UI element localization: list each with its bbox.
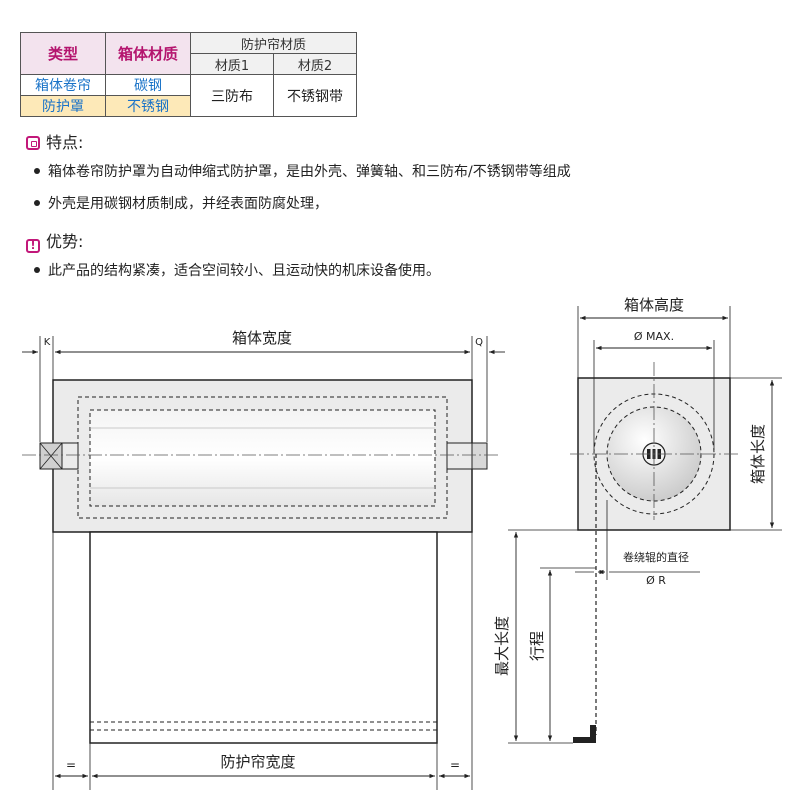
header-material1: 材质1 [190, 53, 274, 75]
bullet-dot-icon [34, 168, 40, 174]
feature-item-1: 箱体卷帘防护罩为自动伸缩式防护罩，是由外壳、弹簧轴、和三防布/不锈钢带等组成 [34, 161, 571, 181]
square-bullet-icon [26, 136, 40, 150]
exclamation-icon: ! [26, 239, 40, 253]
features-heading: 特点: [26, 129, 83, 153]
end-bar [573, 725, 596, 743]
stroke-label: 行程 [528, 631, 546, 661]
front-view: 箱体宽度 K Q 防护帘宽度 = = [22, 329, 505, 790]
eq-right-label: = [450, 758, 460, 772]
eq-left-label: = [66, 758, 76, 772]
header-curtain-material: 防护帘材质 [190, 32, 357, 54]
bullet-dot-icon [34, 200, 40, 206]
roller-dia-label: 卷绕辊的直径 [623, 550, 689, 564]
feature-item-2: 外壳是用碳钢材质制成，并经表面防腐处理， [34, 193, 328, 213]
side-view: 箱体高度 Ø MAX. 箱体长度 卷绕辊的直径 Ø R 最大长度 行程 [493, 296, 782, 744]
k-label: K [44, 337, 51, 348]
advantages-heading: !优势: [26, 228, 83, 253]
material1-value: 三防布 [190, 74, 274, 117]
box-material-1: 碳钢 [105, 74, 191, 96]
max-dia-label: Ø MAX. [634, 330, 674, 343]
curtain [89, 531, 438, 744]
box-height-label: 箱体高度 [624, 296, 684, 314]
type-line1: 箱体卷帘 [20, 74, 106, 96]
q-label: Q [475, 337, 483, 348]
advantage-item-1: 此产品的结构紧凑，适合空间较小、且运动快的机床设备使用。 [34, 260, 440, 280]
spec-table: 类型 箱体材质 防护帘材质 材质1 材质2 箱体卷帘 碳钢 三防布 不锈钢带 防… [20, 32, 357, 117]
box-width-label: 箱体宽度 [232, 329, 292, 347]
curtain-width-label: 防护帘宽度 [220, 753, 295, 771]
max-length-label: 最大长度 [493, 616, 511, 676]
roller [89, 409, 436, 507]
header-material2: 材质2 [273, 53, 357, 75]
dia-r-label: Ø R [646, 574, 666, 587]
type-line2: 防护罩 [20, 95, 106, 117]
header-type: 类型 [20, 32, 106, 75]
box-material-2: 不锈钢 [105, 95, 191, 117]
material2-value: 不锈钢带 [273, 74, 357, 117]
bullet-dot-icon [34, 267, 40, 273]
box-length-label: 箱体长度 [749, 424, 767, 484]
